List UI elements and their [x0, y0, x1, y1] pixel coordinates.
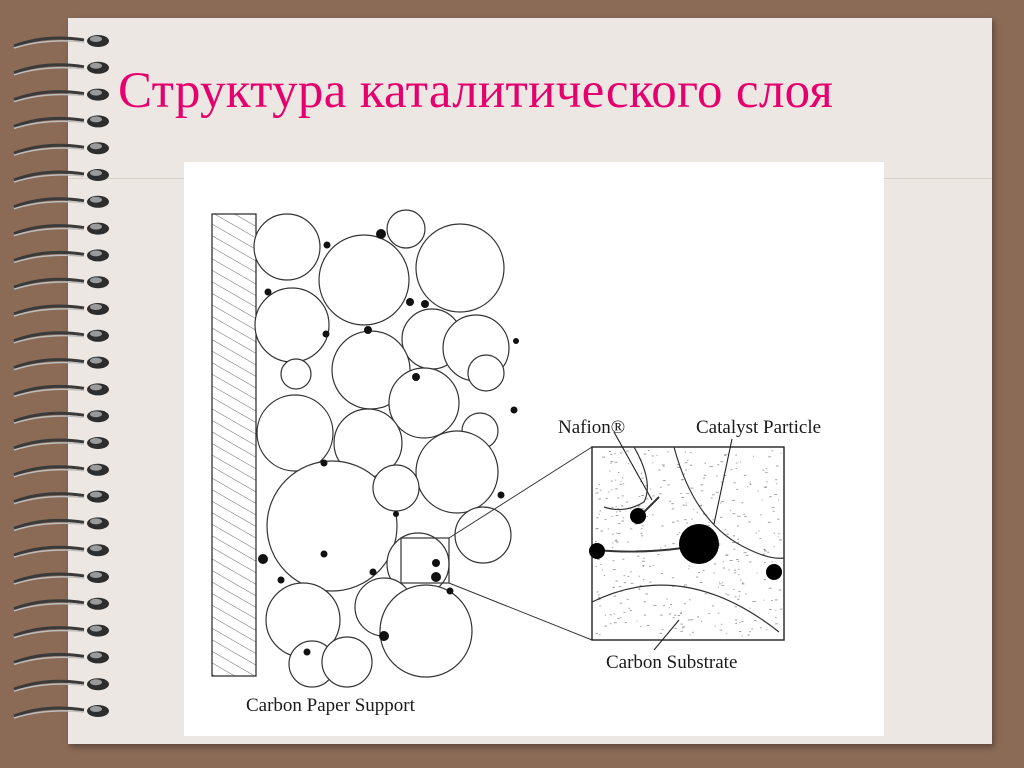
- spiral-coil: [13, 544, 109, 558]
- carbon-substrate-label: Carbon Substrate: [606, 652, 738, 673]
- spiral-coil: [13, 383, 109, 398]
- catalyst-dot: [320, 459, 328, 467]
- catalyst-dot: [406, 298, 414, 306]
- carbon-sphere: [254, 287, 330, 363]
- catalyst-dot: [497, 491, 505, 499]
- spiral-coil: [13, 437, 109, 451]
- substrate-pointer: [653, 619, 680, 651]
- spiral-coil: [13, 88, 109, 103]
- catalyst-dot: [322, 330, 330, 338]
- catalyst-dot: [379, 631, 389, 641]
- carbon-sphere: [318, 234, 410, 326]
- catalyst-dot: [412, 373, 420, 381]
- catalyst-dot: [432, 559, 440, 567]
- carbon-sphere: [415, 430, 499, 514]
- catalyst-dot: [258, 554, 268, 564]
- spiral-coil: [13, 329, 109, 344]
- catalyst-particle-label: Catalyst Particle: [696, 417, 822, 438]
- spiral-coil: [13, 651, 109, 666]
- catalyst-particle: [679, 524, 719, 564]
- spiral-coil: [13, 410, 109, 424]
- carbon-sphere: [321, 636, 373, 688]
- catalyst-dot: [369, 568, 377, 576]
- catalyst-dot: [421, 300, 429, 308]
- spiral-coil: [13, 35, 109, 49]
- catalyst-dot: [277, 576, 285, 584]
- spiral-coil: [13, 169, 109, 183]
- catalyst-dot: [431, 572, 441, 582]
- spiral-coil: [13, 356, 109, 371]
- spiral-coil: [13, 222, 109, 237]
- catalyst-dot: [513, 338, 519, 344]
- carbon-sphere: [266, 460, 398, 592]
- spiral-coil: [13, 303, 109, 317]
- carbon-sphere: [256, 394, 334, 472]
- spiral-coil: [13, 705, 109, 719]
- carbon-sphere: [467, 354, 505, 392]
- nafion-label: Nafion®: [558, 417, 626, 438]
- carbon-sphere: [280, 358, 312, 390]
- spiral-coil: [13, 678, 109, 692]
- catalyst-pointer: [713, 438, 733, 525]
- magnified-view: [589, 431, 785, 651]
- catalyst-dot: [264, 288, 272, 296]
- zoom-connector-bottom: [448, 582, 593, 641]
- catalyst-dot: [303, 648, 311, 656]
- carbon-paper-support-label: Carbon Paper Support: [246, 695, 415, 716]
- carbon-sphere: [253, 213, 321, 281]
- catalyst-dot: [323, 241, 331, 249]
- spiral-coil: [13, 624, 109, 639]
- catalyst-dot: [320, 550, 328, 558]
- carbon-sphere: [386, 209, 426, 249]
- slide-title: Структура каталитического слоя: [118, 63, 834, 119]
- catalyst-layer-diagram: Nafion® Catalyst Particle Carbon Substra…: [184, 162, 884, 736]
- catalyst-dot: [376, 229, 386, 239]
- spiral-coil: [13, 597, 109, 612]
- spiral-coil: [13, 61, 109, 76]
- zoom-selection-box: [400, 537, 450, 584]
- nafion-pointer: [613, 431, 653, 501]
- catalyst-dot: [446, 587, 454, 595]
- spiral-coil: [13, 195, 109, 210]
- zoom-connector-top: [448, 446, 593, 539]
- spiral-coil: [13, 276, 109, 290]
- catalyst-dot: [364, 326, 372, 334]
- spiral-coil: [13, 490, 109, 505]
- diagram-canvas: [211, 209, 785, 688]
- carbon-sphere: [388, 367, 460, 439]
- catalyst-dot: [393, 511, 399, 517]
- carbon-sphere: [379, 584, 473, 678]
- spiral-coil: [13, 115, 109, 130]
- spiral-coil: [13, 463, 109, 478]
- spiral-coil: [13, 517, 109, 532]
- catalyst-dot: [510, 406, 518, 414]
- carbon-paper-support: [211, 213, 257, 677]
- spiral-coil: [13, 249, 109, 264]
- carbon-sphere: [372, 464, 420, 512]
- spiral-binding: [13, 35, 109, 719]
- spiral-coil: [13, 571, 109, 585]
- carbon-sphere: [454, 506, 512, 564]
- spiral-coil: [13, 142, 109, 156]
- carbon-sphere: [415, 223, 505, 313]
